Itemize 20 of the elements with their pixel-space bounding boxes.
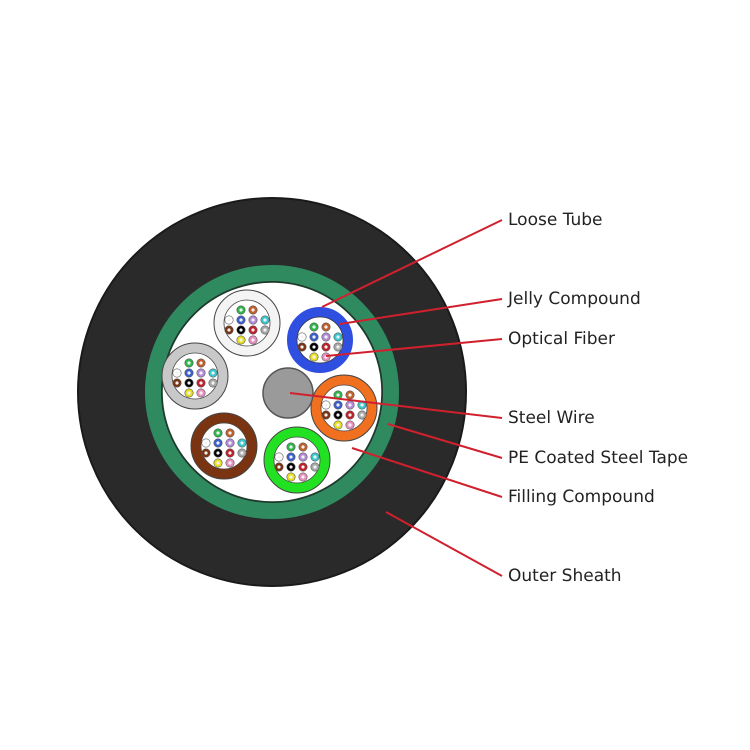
- part-label: Optical Fiber: [508, 329, 615, 349]
- part-label: Steel Wire: [508, 408, 595, 428]
- optical-fiber: [322, 342, 330, 352]
- leader-line: [340, 298, 502, 325]
- part-label: Outer Sheath: [508, 566, 622, 586]
- part-label: Jelly Compound: [508, 289, 641, 309]
- filling-compound: [161, 281, 383, 503]
- outer-sheath: [77, 197, 467, 587]
- leader-line: [388, 423, 502, 459]
- leader-line: [386, 511, 502, 577]
- jelly-compound: [296, 316, 344, 364]
- loose-tube: [287, 307, 353, 373]
- part-label: Loose Tube: [508, 210, 603, 230]
- leader-line: [322, 219, 502, 308]
- leader-line: [326, 338, 502, 357]
- steel-wire: [262, 367, 314, 419]
- steel-tape-ring: [145, 265, 399, 519]
- leader-line: [352, 447, 502, 498]
- part-label: Filling Compound: [508, 487, 655, 507]
- part-label: PE Coated Steel Tape: [508, 448, 688, 468]
